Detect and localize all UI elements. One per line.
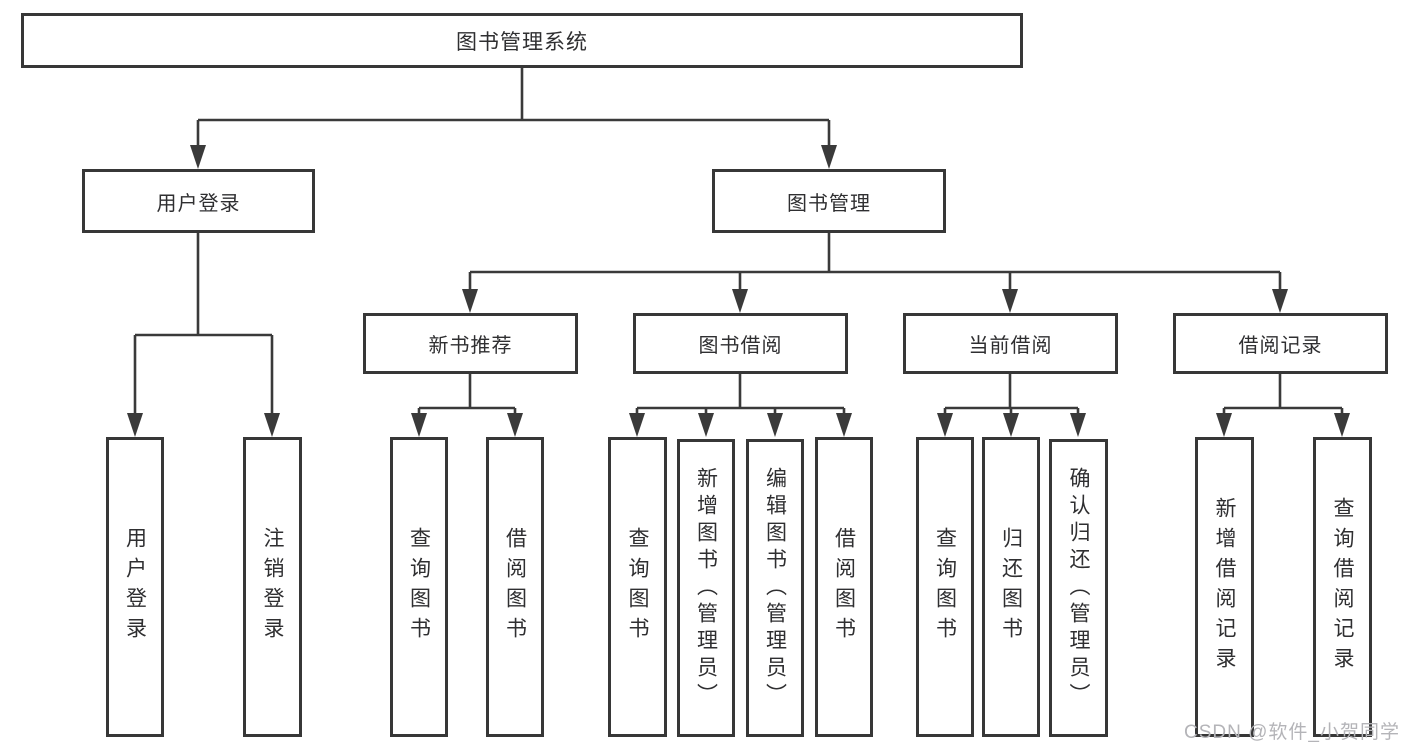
node-user-login: 用户登录	[82, 169, 315, 233]
node-label: 图书借阅	[698, 335, 783, 357]
leaf-logout-login: 注销登录	[243, 437, 302, 737]
edge-user-login-children	[127, 233, 280, 437]
edge-current-borrowing-children	[937, 374, 1086, 437]
edge-root-to-level2	[190, 68, 837, 169]
leaf-label: 查询图书	[407, 527, 431, 647]
node-current-borrowing: 当前借阅	[903, 313, 1118, 374]
leaf-query-books-recommend: 查询图书	[390, 437, 448, 737]
leaf-label: 注销登录	[261, 527, 284, 647]
leaf-label: 借阅图书	[832, 527, 856, 647]
leaf-label: 确认归还（管理员）	[1067, 466, 1090, 710]
leaf-label: 查询借阅记录	[1331, 497, 1354, 677]
leaf-query-borrow-record: 查询借阅记录	[1313, 437, 1372, 737]
leaf-label: 编辑图书（管理员）	[763, 466, 787, 710]
edge-book-management-children	[462, 233, 1288, 313]
leaf-label: 新增借阅记录	[1213, 497, 1236, 677]
node-book-borrowing: 图书借阅	[633, 313, 848, 374]
leaf-return-books: 归还图书	[982, 437, 1040, 737]
node-borrowing-records: 借阅记录	[1173, 313, 1388, 374]
leaf-label: 借阅图书	[503, 527, 527, 647]
leaf-confirm-return-admin: 确认归还（管理员）	[1049, 439, 1108, 737]
leaf-user-login: 用户登录	[106, 437, 164, 737]
leaf-label: 归还图书	[999, 527, 1023, 647]
node-book-management: 图书管理	[712, 169, 946, 233]
node-label: 借阅记录	[1238, 335, 1323, 357]
edge-book-borrowing-children	[629, 374, 852, 437]
leaf-add-borrow-record: 新增借阅记录	[1195, 437, 1254, 737]
leaf-label: 查询图书	[626, 527, 649, 647]
watermark: CSDN @软件_小贺同学	[1184, 722, 1400, 743]
edge-borrowing-records-children	[1216, 374, 1350, 437]
node-label: 图书管理系统	[456, 30, 588, 54]
node-root-system: 图书管理系统	[21, 13, 1023, 68]
node-label: 图书管理	[787, 192, 871, 215]
leaf-query-books-borrowing: 查询图书	[608, 437, 667, 737]
node-label: 用户登录	[156, 192, 241, 215]
leaf-label: 新增图书（管理员）	[694, 466, 718, 710]
leaf-borrow-books-recommend: 借阅图书	[486, 437, 544, 737]
node-label: 当前借阅	[968, 335, 1053, 357]
leaf-label: 用户登录	[123, 527, 147, 647]
edge-new-book-recommend-children	[411, 374, 523, 437]
node-new-book-recommend: 新书推荐	[363, 313, 578, 374]
leaf-label: 查询图书	[933, 527, 957, 647]
leaf-add-book-admin: 新增图书（管理员）	[677, 439, 735, 737]
leaf-query-books-current: 查询图书	[916, 437, 974, 737]
leaf-borrow-books-borrowing: 借阅图书	[815, 437, 873, 737]
leaf-edit-book-admin: 编辑图书（管理员）	[746, 439, 804, 737]
node-label: 新书推荐	[428, 335, 513, 357]
